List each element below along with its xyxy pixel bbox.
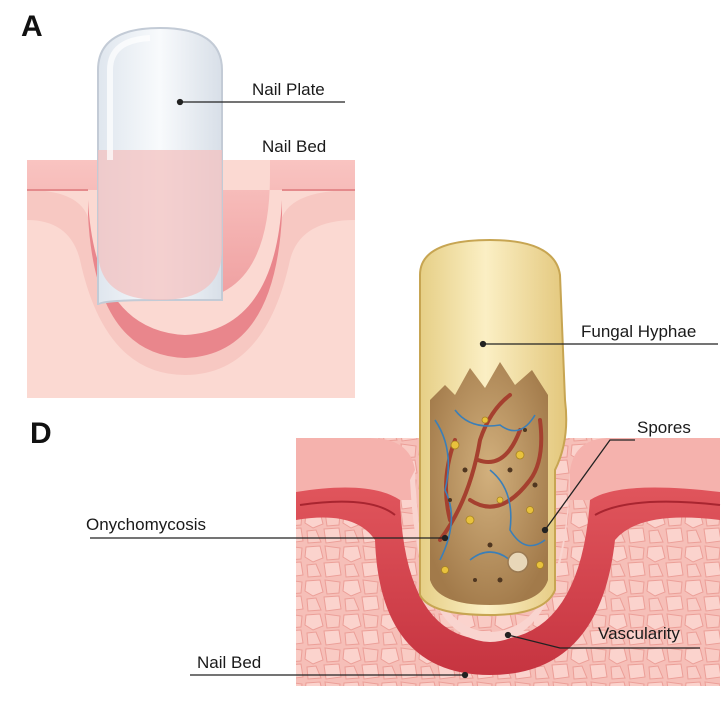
panel-letter-a: A [21, 10, 43, 43]
label-nail-plate: Nail Plate [252, 80, 325, 99]
panel-letter-d: D [30, 417, 52, 450]
leader-lines [90, 98, 718, 679]
label-onychomycosis: Onychomycosis [86, 515, 206, 534]
nail-groove [27, 190, 355, 375]
label-spores: Spores [637, 418, 691, 437]
label-nail-bed-d: Nail Bed [197, 653, 262, 672]
label-nail-bed-a: Nail Bed [262, 137, 327, 156]
panel-a-illustration [27, 26, 355, 398]
fungal-debris [430, 362, 548, 605]
panel-d-illustration [296, 238, 721, 686]
nail-bed-vascular-layer [296, 487, 720, 675]
label-vascularity: Vascularity [598, 624, 680, 643]
label-fungal-hyphae: Fungal Hyphae [581, 322, 697, 341]
